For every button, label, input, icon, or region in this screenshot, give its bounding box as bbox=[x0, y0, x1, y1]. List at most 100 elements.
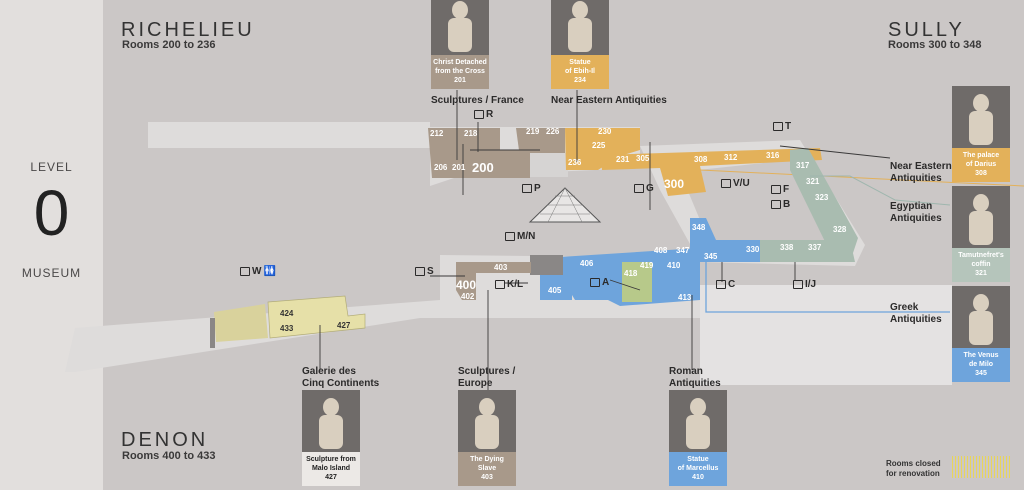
level-museum-label: MUSEUM bbox=[21, 266, 82, 280]
room-338: 338 bbox=[780, 243, 794, 252]
near-eastern-leader bbox=[699, 169, 1024, 187]
access-point-f[interactable]: F bbox=[771, 184, 789, 195]
collection-near-eastern-top[interactable]: Near Eastern Antiquities bbox=[551, 95, 667, 106]
artwork-title: Statue bbox=[569, 59, 591, 66]
artwork-title: The Dying bbox=[470, 456, 504, 463]
artwork-room: 345 bbox=[975, 370, 987, 377]
closed-rooms-swatch bbox=[952, 456, 1010, 478]
room-226: 226 bbox=[546, 127, 560, 136]
access-point-r[interactable]: R bbox=[474, 109, 493, 120]
artwork-image bbox=[952, 86, 1010, 148]
access-label: G bbox=[646, 183, 654, 194]
lift-icon bbox=[505, 232, 515, 241]
room-408: 408 bbox=[654, 246, 668, 255]
artwork-image bbox=[669, 390, 727, 452]
lift-icon bbox=[716, 280, 726, 289]
access-label: K/L bbox=[507, 279, 524, 290]
label-line: Greek bbox=[890, 302, 919, 313]
artwork-title: coffin bbox=[971, 261, 991, 268]
access-point-b[interactable]: B bbox=[771, 199, 790, 210]
room-236: 236 bbox=[568, 158, 582, 167]
label-line: Galerie des bbox=[302, 366, 356, 377]
room-405: 405 bbox=[548, 286, 562, 295]
room-block-west bbox=[214, 304, 268, 342]
room-230: 230 bbox=[598, 127, 612, 136]
access-label: R bbox=[486, 109, 494, 120]
artwork-title: de Milo bbox=[968, 361, 994, 368]
room-328: 328 bbox=[833, 225, 847, 234]
access-label: I/J bbox=[805, 279, 817, 290]
lift-icon bbox=[495, 280, 505, 289]
room-403: 403 bbox=[494, 263, 508, 272]
access-point-t[interactable]: T bbox=[773, 121, 791, 132]
restroom-icon: 🚻 bbox=[263, 266, 276, 277]
artwork-room: 321 bbox=[975, 270, 987, 277]
collection-sculptures-france[interactable]: Sculptures / France bbox=[431, 95, 524, 106]
room-block-sully-north bbox=[600, 148, 822, 196]
room-200: 200 bbox=[472, 160, 494, 175]
lift-icon bbox=[793, 280, 803, 289]
room-block-richelieu bbox=[428, 128, 530, 178]
access-label: B bbox=[783, 199, 791, 210]
artwork-title: from the Cross bbox=[435, 68, 485, 75]
artwork-title: of Darius bbox=[965, 161, 997, 168]
room-347: 347 bbox=[676, 246, 690, 255]
room-312: 312 bbox=[724, 153, 738, 162]
label-line: Egyptian bbox=[890, 201, 933, 212]
room-block-427 bbox=[267, 295, 366, 339]
artwork-title: Christ Detached bbox=[433, 59, 487, 66]
pyramid-icon bbox=[528, 187, 602, 223]
access-point-s[interactable]: S bbox=[415, 266, 434, 277]
label-line: Antiquities bbox=[890, 213, 942, 224]
access-label: S bbox=[427, 266, 434, 277]
access-label: P bbox=[534, 183, 541, 194]
artwork-image bbox=[551, 0, 609, 55]
access-point-p[interactable]: P bbox=[522, 183, 541, 194]
access-point-c[interactable]: C bbox=[716, 279, 735, 290]
access-point-g[interactable]: G bbox=[634, 183, 654, 194]
artwork-title: The palace bbox=[962, 152, 1000, 159]
access-label: V/U bbox=[733, 178, 750, 189]
access-point-a[interactable]: A bbox=[590, 277, 609, 288]
label-line: Antiquities bbox=[890, 173, 942, 184]
access-point-vu[interactable]: V/U bbox=[721, 178, 750, 189]
wing-richelieu-title: RICHELIEU bbox=[121, 19, 255, 41]
access-point-w[interactable]: W🚻 bbox=[240, 266, 276, 277]
artwork-image bbox=[458, 390, 516, 452]
greek-highlight-zone bbox=[700, 285, 952, 385]
access-point-kl[interactable]: K/L bbox=[495, 279, 523, 290]
room-402: 402 bbox=[461, 292, 475, 301]
access-point-ij[interactable]: I/J bbox=[793, 279, 816, 290]
room-block-egyptian bbox=[790, 148, 858, 262]
lift-icon bbox=[590, 278, 600, 287]
legend-line: for renovation bbox=[886, 469, 940, 478]
artwork-card-tamutnefret[interactable]: Tamutnefret's coffin 321 bbox=[952, 186, 1010, 282]
room-block-greek bbox=[690, 218, 760, 262]
room-413: 413 bbox=[678, 293, 692, 302]
collection-sculptures-europe[interactable]: Sculptures /Europe bbox=[458, 366, 515, 390]
artwork-image bbox=[952, 186, 1010, 248]
room-212: 212 bbox=[430, 129, 444, 138]
artwork-title: Statue bbox=[687, 456, 709, 463]
room-419: 419 bbox=[640, 261, 654, 270]
access-point-mn[interactable]: M/N bbox=[505, 231, 535, 242]
level-panel bbox=[0, 0, 103, 490]
artwork-title: Tamutnefret's bbox=[958, 252, 1004, 259]
lift-icon bbox=[240, 267, 250, 276]
